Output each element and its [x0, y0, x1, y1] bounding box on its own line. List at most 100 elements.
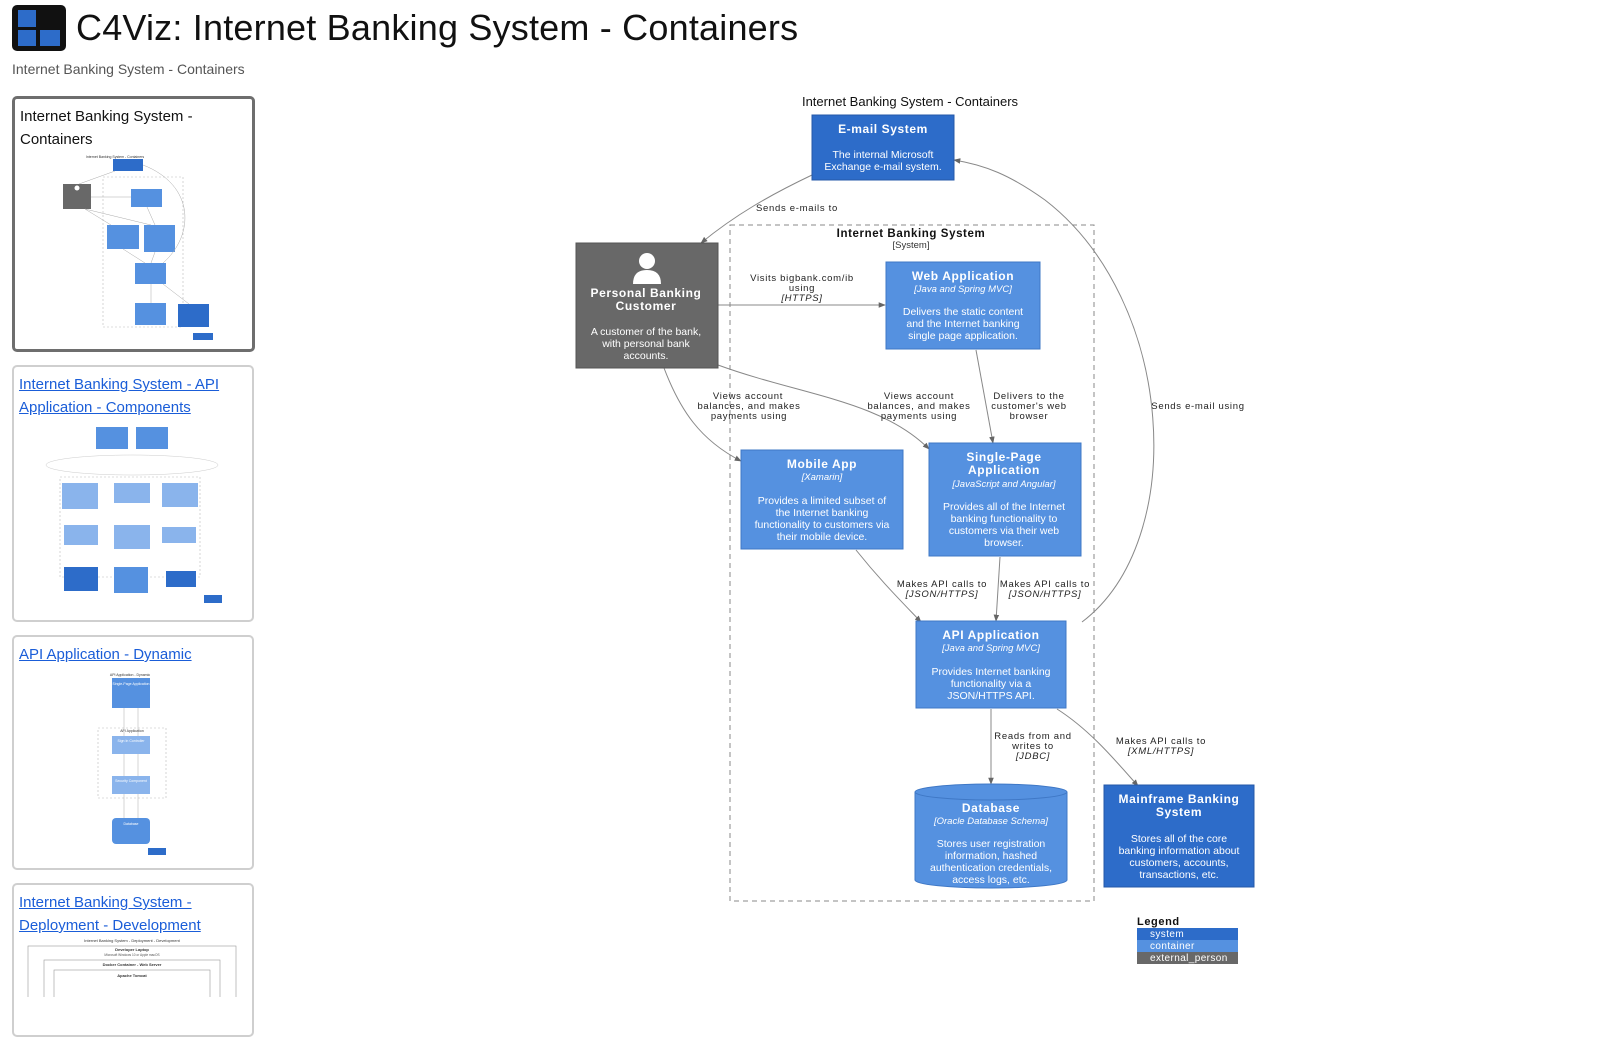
svg-text:Internet Banking System - Cont: Internet Banking System - Containers — [86, 155, 144, 159]
node-description: browser. — [984, 537, 1024, 549]
diagram-thumbnail: Internet Banking System - Containers — [63, 155, 213, 340]
legend-item: container — [1150, 941, 1195, 952]
diagram-card-label[interactable]: Internet Banking System - API Applicatio… — [19, 376, 220, 416]
diagram-card-label[interactable]: Internet Banking System - Deployment - D… — [19, 894, 201, 934]
node-email-system[interactable]: E-mail System The internal Microsoft Exc… — [811, 114, 955, 181]
edge-label: writes to — [1011, 741, 1054, 752]
node-name: Mainframe Banking — [1119, 792, 1240, 806]
node-name: Single-Page — [966, 450, 1041, 464]
relationship-lines — [663, 158, 1155, 787]
node-description: banking information about — [1119, 845, 1240, 857]
diagram-list-sidebar: Internet Banking System - Containers Int… — [12, 96, 255, 1050]
node-description: A customer of the bank, — [591, 326, 701, 338]
diagram-thumbnail: API Application - Dynamic Single-Page Ap… — [97, 673, 167, 855]
diagram-thumbnail — [45, 427, 222, 603]
legend-item: system — [1150, 929, 1184, 940]
node-description: The internal Microsoft — [833, 149, 934, 161]
node-description: functionality via a — [951, 678, 1032, 690]
thumbnail-group-label: Apache Tomcat — [117, 973, 147, 978]
edge-label: Makes API calls to — [1116, 736, 1206, 747]
edge-customer-to-spa — [717, 364, 930, 450]
diagram-thumbnail: Internet Banking System - Deployment - D… — [27, 938, 237, 997]
node-single-page-application[interactable]: Single-Page Application [JavaScript and … — [928, 442, 1082, 557]
system-boundary — [729, 224, 1095, 902]
node-api-application[interactable]: API Application [Java and Spring MVC] Pr… — [915, 620, 1067, 709]
edge-label: payments using — [711, 411, 787, 422]
edge-customer-to-mobile — [663, 367, 742, 462]
node-description: customers, accounts, — [1129, 857, 1228, 869]
page-subtitle: Internet Banking System - Containers — [12, 61, 245, 77]
node-description: Provides Internet banking — [931, 666, 1050, 678]
node-name: Customer — [616, 299, 677, 313]
legend-item: external_person — [1150, 953, 1228, 964]
node-database[interactable]: Database [Oracle Database Schema] Stores… — [914, 783, 1068, 889]
thumbnail-node-label: Single-Page Application — [113, 682, 150, 686]
legend-title: Legend — [1137, 916, 1180, 928]
edge-label: payments using — [881, 411, 957, 422]
edge-mobile-to-api — [855, 549, 922, 623]
edge-label: Makes API calls to — [897, 579, 987, 590]
diagram-card-containers[interactable]: Internet Banking System - Containers Int… — [12, 96, 255, 352]
node-description: transactions, etc. — [1139, 869, 1218, 881]
node-mobile-app[interactable]: Mobile App [Xamarin] Provides a limited … — [740, 449, 904, 550]
edge-email-to-customer — [700, 174, 813, 244]
c4viz-logo-icon — [12, 5, 66, 51]
page-title: C4Viz: Internet Banking System - Contain… — [76, 7, 799, 48]
node-name: API Application — [942, 628, 1039, 642]
node-mainframe-banking-system[interactable]: Mainframe Banking System Stores all of t… — [1103, 784, 1255, 888]
node-technology: [Xamarin] — [801, 472, 843, 483]
thumbnail-group-label: Docker Container - Web Server — [103, 962, 162, 967]
node-description: their mobile device. — [777, 531, 867, 543]
edge-spa-to-api — [993, 556, 1001, 622]
edge-label: Reads from and — [994, 731, 1071, 742]
node-description: access logs, etc. — [952, 874, 1030, 886]
node-name: Mobile App — [787, 457, 857, 471]
node-name: System — [1156, 805, 1202, 819]
node-description: Delivers the static content — [903, 306, 1023, 318]
edge-label: Sends e-mail using — [1151, 401, 1244, 412]
edge-label-tech: [XML/HTTPS] — [1127, 746, 1194, 757]
thumbnail-group-label: API Application — [120, 729, 144, 733]
node-description: single page application. — [908, 330, 1018, 342]
thumbnail-node-label: Database — [124, 822, 139, 826]
diagram-title: Internet Banking System - Containers — [802, 94, 1019, 109]
node-description: customers via their web — [949, 525, 1059, 537]
node-name: Personal Banking — [591, 286, 702, 300]
edge-label: browser — [1010, 411, 1049, 422]
node-description: JSON/HTTPS API. — [947, 690, 1035, 702]
system-boundary-label: Internet Banking System — [837, 228, 986, 240]
node-personal-banking-customer[interactable]: Personal Banking Customer A customer of … — [575, 242, 719, 369]
node-description: the Internet banking — [776, 507, 869, 519]
edge-label-tech: [JDBC] — [1015, 751, 1050, 762]
edge-label-tech: [JSON/HTTPS] — [1008, 589, 1082, 600]
edge-webapp-to-spa — [975, 349, 995, 444]
diagram-card-api-dynamic[interactable]: API Application - Dynamic API Applicatio… — [12, 635, 254, 870]
diagram-legend: Legend system container external_person — [1137, 916, 1238, 964]
diagram-card-label: Internet Banking System - Containers — [20, 108, 193, 148]
node-name: E-mail System — [838, 122, 928, 136]
node-web-application[interactable]: Web Application [Java and Spring MVC] De… — [885, 261, 1041, 350]
edge-label: balances, and makes — [697, 401, 800, 412]
diagram-card-api-components[interactable]: Internet Banking System - API Applicatio… — [12, 365, 254, 622]
diagram-card-label[interactable]: API Application - Dynamic — [19, 646, 192, 663]
thumbnail-title: Internet Banking System - Deployment - D… — [84, 938, 180, 943]
container-diagram: Internet Banking System - Containers Int… — [575, 94, 1255, 964]
diagram-card-deployment-development[interactable]: Internet Banking System - Deployment - D… — [12, 883, 254, 1037]
edge-api-to-mainframe — [1056, 708, 1139, 787]
thumbnail-group-sub: Microsoft Windows 10 or Apple macOS — [104, 953, 159, 957]
node-description: Stores all of the core — [1131, 833, 1227, 845]
edge-label: Sends e-mails to — [756, 203, 838, 214]
node-description: authentication credentials, — [930, 862, 1052, 874]
thumbnail-node-label: Security Component — [115, 779, 147, 783]
node-description: functionality to customers via — [755, 519, 890, 531]
person-icon — [633, 253, 661, 284]
node-description: information, hashed — [945, 850, 1037, 862]
edge-label: Views account — [884, 391, 954, 402]
node-name: Application — [968, 463, 1040, 477]
edge-label: balances, and makes — [867, 401, 970, 412]
system-boundary-type: [System] — [893, 240, 930, 251]
node-description: with personal bank — [601, 338, 690, 350]
edge-label-tech: [JSON/HTTPS] — [905, 589, 979, 600]
edge-label: customer's web — [991, 401, 1067, 412]
edge-label: Delivers to the — [993, 391, 1064, 402]
